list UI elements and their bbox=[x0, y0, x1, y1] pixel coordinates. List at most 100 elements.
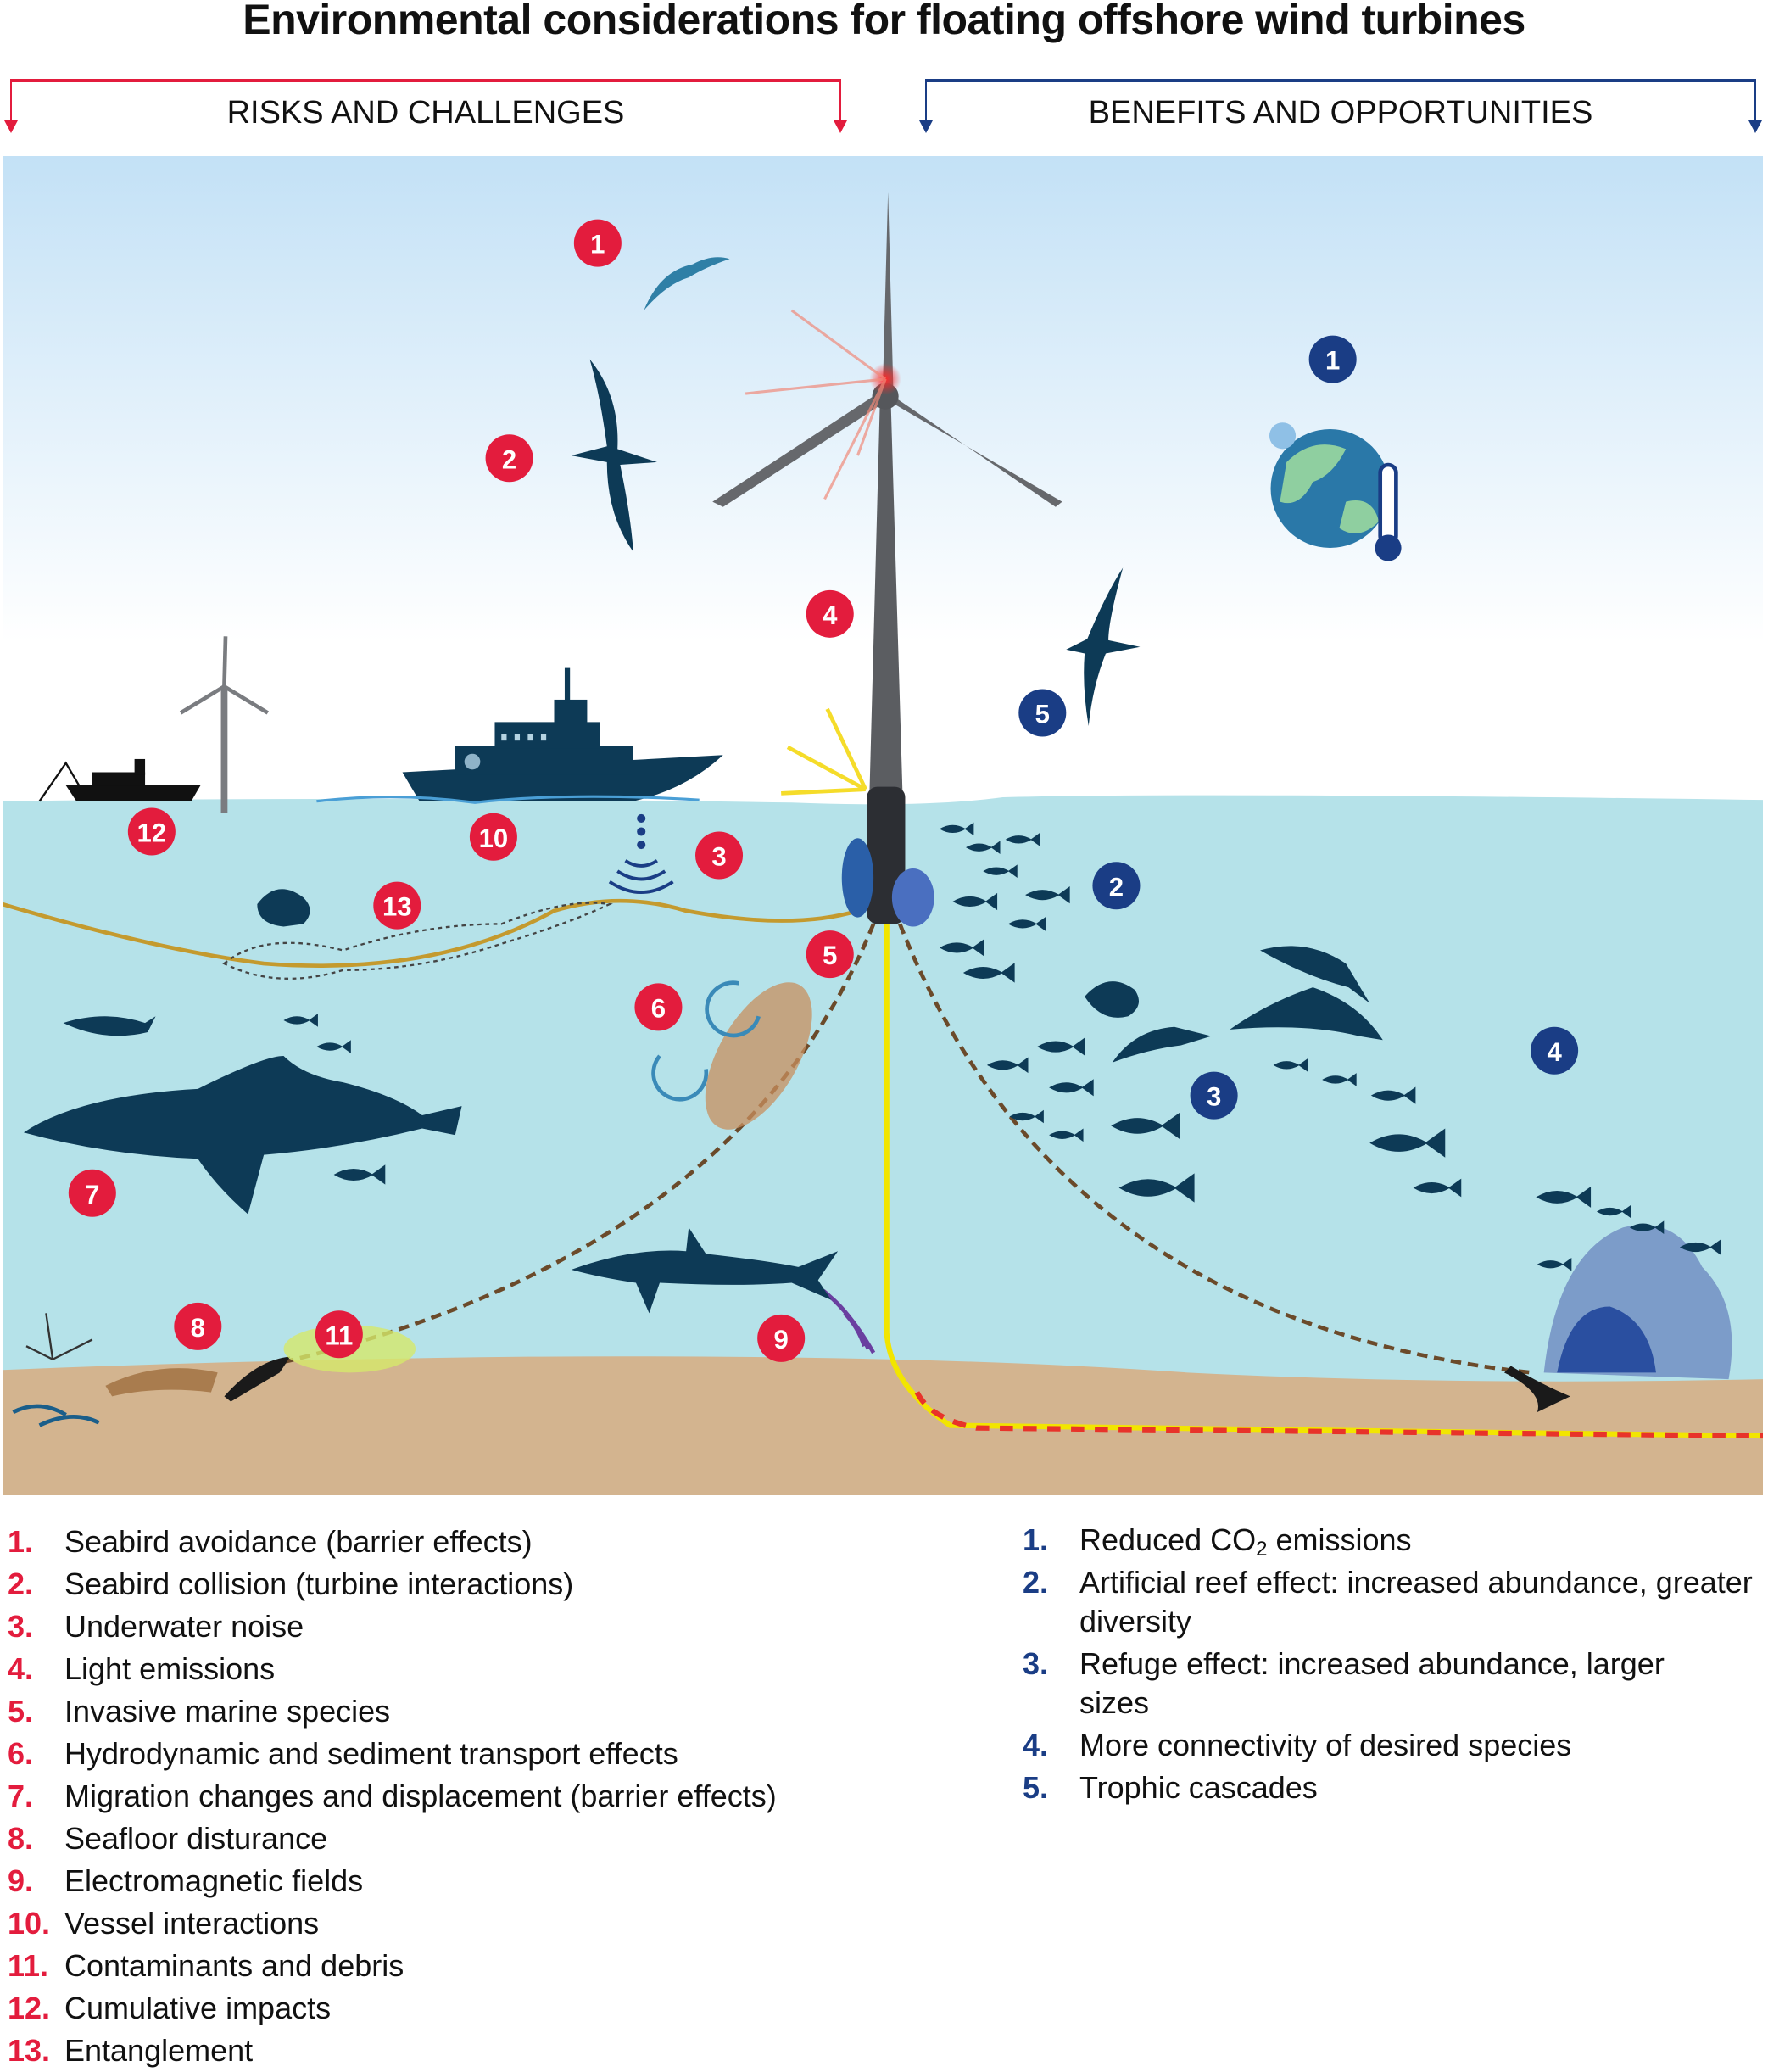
seabed bbox=[3, 1356, 1763, 1495]
fish-icon bbox=[1049, 1128, 1084, 1142]
badge-circle bbox=[485, 434, 533, 483]
badge-number: 10 bbox=[479, 824, 509, 853]
power-cable bbox=[884, 924, 1763, 1439]
item-number: 11. bbox=[8, 1948, 49, 1983]
badge-number: 6 bbox=[651, 993, 666, 1023]
buried-cable bbox=[914, 1391, 1763, 1439]
distant-wind-turbine bbox=[179, 636, 270, 813]
fish-icon bbox=[1322, 1073, 1357, 1086]
benefit-badge-3: 3 bbox=[1190, 1071, 1238, 1120]
badge-number: 4 bbox=[1547, 1037, 1562, 1067]
fish-icon bbox=[1596, 1204, 1631, 1219]
badge-circle bbox=[373, 881, 421, 930]
underwater-noise-icon bbox=[608, 813, 674, 895]
fish-icon bbox=[1536, 1186, 1592, 1208]
item-text: Electromagnetic fields bbox=[64, 1863, 364, 1898]
risk-badge-6: 6 bbox=[634, 983, 683, 1031]
item-text: Cumulative impacts bbox=[64, 1991, 332, 2025]
item-text: Seafloor disturance bbox=[64, 1821, 328, 1856]
item-text: Underwater noise bbox=[64, 1609, 304, 1644]
item-number: 6. bbox=[8, 1736, 34, 1771]
fish-icon bbox=[986, 1057, 1029, 1074]
seabird-icon bbox=[571, 359, 657, 552]
item-text: Migration changes and displacement (barr… bbox=[64, 1779, 777, 1813]
badge-circle bbox=[634, 983, 683, 1031]
item-text: Invasive marine species bbox=[64, 1694, 391, 1729]
badge-circle bbox=[1531, 1026, 1579, 1075]
badge-number: 3 bbox=[1207, 1082, 1221, 1112]
badge-number: 7 bbox=[85, 1180, 99, 1209]
item-text: More connectivity of desired species bbox=[1079, 1728, 1572, 1762]
seabird-icon bbox=[1066, 567, 1141, 727]
badge-circle bbox=[806, 930, 854, 979]
fish-icon bbox=[1118, 1173, 1195, 1203]
light-rays bbox=[781, 707, 867, 796]
risk-badge-7: 7 bbox=[68, 1169, 116, 1217]
risk-legend-item: 3.Underwater noise bbox=[8, 1606, 777, 1648]
fish-icon bbox=[1369, 1128, 1446, 1158]
item-number: 10. bbox=[8, 1906, 51, 1941]
risk-legend-item: 5.Invasive marine species bbox=[8, 1690, 777, 1733]
item-number: 2. bbox=[1023, 1565, 1049, 1600]
item-text: Seabird collision (turbine interactions) bbox=[64, 1567, 574, 1601]
fish-icon bbox=[983, 864, 1018, 878]
fish-icon bbox=[952, 892, 998, 911]
badge-circle bbox=[174, 1302, 222, 1350]
risks-arrow-right bbox=[834, 120, 847, 133]
badge-circle bbox=[573, 219, 622, 267]
item-number: 3. bbox=[1023, 1646, 1049, 1681]
badge-number: 1 bbox=[1325, 346, 1340, 376]
badge-circle bbox=[68, 1169, 116, 1217]
fish-icon bbox=[1005, 833, 1040, 846]
current-eddy-icon bbox=[705, 980, 761, 1038]
risks-arrow-left bbox=[4, 120, 18, 133]
current-eddy-icon bbox=[651, 1054, 709, 1102]
risk-badge-12: 12 bbox=[127, 807, 176, 856]
fish-icon bbox=[1413, 1178, 1462, 1198]
risks-legend: 1.Seabird avoidance (barrier effects)2.S… bbox=[8, 1521, 777, 2072]
risk-legend-item: 8.Seafloor disturance bbox=[8, 1818, 777, 1860]
benefit-legend-item: 5.Trophic cascades bbox=[1023, 1768, 1760, 1807]
badge-number: 13 bbox=[382, 892, 412, 922]
fish-icon bbox=[966, 841, 1001, 854]
badge-number: 12 bbox=[137, 818, 167, 848]
risk-badge-4: 4 bbox=[806, 589, 854, 638]
anchor-right bbox=[1503, 1366, 1570, 1412]
electromagnetic-field-icon bbox=[822, 1289, 876, 1354]
risk-badge-1: 1 bbox=[573, 219, 622, 267]
dolphin bbox=[1112, 1026, 1212, 1063]
risk-badge-2: 2 bbox=[485, 434, 533, 483]
sea-turtle bbox=[1085, 981, 1139, 1018]
fish-icon bbox=[316, 1040, 351, 1053]
risk-badge-13: 13 bbox=[373, 881, 421, 930]
risk-legend-item: 9. Electromagnetic fields bbox=[8, 1860, 777, 1902]
seafloor-disturbance bbox=[12, 1313, 218, 1427]
item-text: Hydrodynamic and sediment transport effe… bbox=[64, 1736, 678, 1771]
item-number: 7. bbox=[8, 1779, 34, 1813]
ghost-net bbox=[222, 902, 613, 980]
seabird-icon bbox=[644, 257, 730, 311]
badge-number: 11 bbox=[325, 1321, 353, 1350]
item-number: 5. bbox=[1023, 1770, 1049, 1805]
badge-circle bbox=[469, 813, 517, 861]
fish-icon bbox=[1273, 1058, 1308, 1072]
fish-icon bbox=[1049, 1079, 1094, 1097]
fish-icon bbox=[939, 822, 974, 836]
risk-badge-11: 11 bbox=[315, 1310, 363, 1359]
seal bbox=[63, 1016, 156, 1036]
item-text: Light emissions bbox=[64, 1651, 276, 1686]
natural-reef bbox=[1543, 1225, 1732, 1380]
badge-number: 1 bbox=[590, 230, 605, 260]
item-text: Refuge effect: increased abundance, larg… bbox=[1079, 1646, 1665, 1720]
item-number: 9. bbox=[8, 1863, 34, 1898]
benefits-header: BENEFITS AND OPPORTUNITIES bbox=[1088, 95, 1593, 131]
risk-legend-item: 1.Seabird avoidance (barrier effects) bbox=[8, 1521, 777, 1563]
fish-icon bbox=[962, 963, 1015, 983]
globe-thermometer-icon bbox=[1269, 422, 1402, 561]
item-text: Seabird avoidance (barrier effects) bbox=[64, 1524, 533, 1559]
badge-circle bbox=[1190, 1071, 1238, 1120]
sediment-plume bbox=[705, 982, 812, 1130]
risks-bracket bbox=[10, 79, 841, 130]
